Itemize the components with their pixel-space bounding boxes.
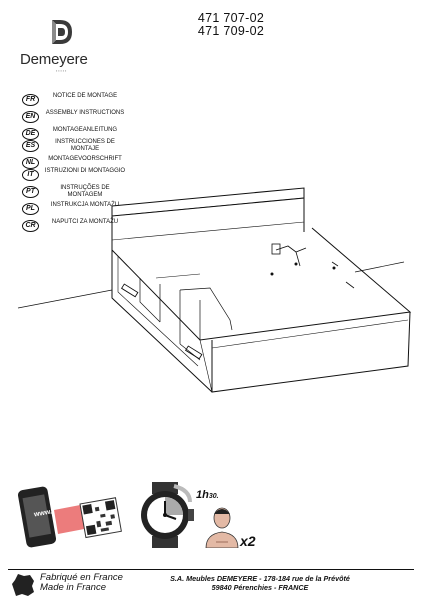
- language-code-badge: NL: [22, 157, 39, 169]
- brand-name: Demeyere: [20, 51, 88, 68]
- language-code-badge: IT: [22, 169, 39, 181]
- language-label: MONTAGEVOORSCHRIFT: [48, 156, 122, 162]
- people-count: x2: [240, 533, 256, 549]
- language-code-badge: PL: [22, 203, 39, 215]
- demeyere-logo-icon: [52, 20, 72, 44]
- language-label: INSTRUCCIONES DE MONTAJE: [55, 139, 115, 152]
- product-ref-2: 471 709-02: [197, 24, 265, 38]
- language-code-badge: DE: [22, 128, 39, 140]
- language-label: NAPUTCI ZA MONTAŽU: [51, 219, 119, 225]
- company-line-1: S.A. Meubles DEMEYERE - 178-184 rue de l…: [170, 574, 350, 583]
- product-references: 471 707-02 471 709-02: [176, 12, 286, 38]
- language-label: MONTAGEANLEITUNG: [52, 127, 118, 133]
- made-in-france-en: Made in France: [40, 582, 107, 593]
- language-label: ISTRUZIONI DI MONTAGGIO: [44, 168, 126, 174]
- company-line-2: 59840 Pérenchies - FRANCE: [211, 583, 309, 592]
- made-in-france-fr: Fabriqué en France: [40, 572, 123, 583]
- france-map-icon: [12, 574, 34, 596]
- person-icon: [205, 507, 239, 548]
- language-code-badge: ES: [22, 140, 39, 152]
- company-address: S.A. Meubles DEMEYERE - 178-184 rue de l…: [150, 574, 370, 592]
- footer-divider: [8, 569, 414, 570]
- language-label: NOTICE DE MONTAGE: [52, 93, 118, 99]
- language-code-badge: CR: [22, 220, 39, 232]
- product-ref-1: 471 707-02: [197, 11, 265, 25]
- language-code-badge: PT: [22, 186, 39, 198]
- assembly-time-watch-icon: [141, 482, 194, 548]
- language-code-badge: EN: [22, 111, 39, 123]
- made-in-france: Fabriqué en France Made in France: [40, 573, 123, 593]
- language-label: ASSEMBLY INSTRUCTIONS: [45, 110, 125, 116]
- language-label: INSTRUKCJA MONTAŻU: [50, 202, 120, 208]
- smartphone-qr-icon: [18, 486, 122, 548]
- language-label: INSTRUÇÕES DE MONTAGEM: [60, 185, 110, 198]
- language-code-badge: FR: [22, 94, 39, 106]
- bed-illustration: [17, 187, 412, 393]
- brand-tagline-mark: ▪▪▪▪▪: [56, 69, 68, 73]
- assembly-time: 1h30.: [196, 489, 219, 501]
